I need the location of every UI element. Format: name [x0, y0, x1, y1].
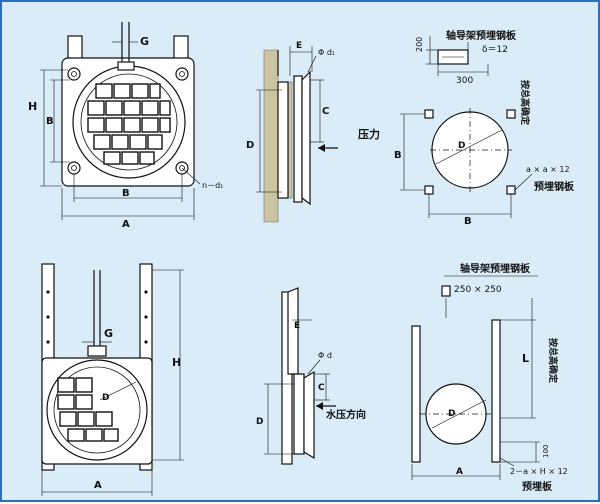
- bolt-hole: [175, 67, 189, 81]
- label-D: D: [246, 140, 254, 151]
- label-phi-d1: Φ d₁: [318, 48, 335, 57]
- label-A: A: [122, 219, 130, 230]
- label-embedded-board: 预埋板: [522, 480, 553, 493]
- label-250x250: 250 × 250: [454, 285, 502, 295]
- label-G-bottom: G: [104, 327, 113, 340]
- gate-grid: [87, 83, 171, 165]
- label-A-bottom-plan: A: [456, 467, 463, 477]
- bottom-right-plan: 轴导架预埋钢板 250 × 250 D L 按总高确定 100 A 2－a × …: [411, 262, 568, 493]
- top-right-plan: 200 300 轴导架预埋钢板 δ＝12 按总高确定 D B B a × a ×…: [394, 29, 575, 227]
- top-left-front-view: G H B B A n－d₁: [28, 22, 223, 230]
- gate-body-bottom: [293, 373, 305, 455]
- label-by-overall-height: 按总高确定: [519, 80, 531, 126]
- corner-embed-plate: [506, 185, 516, 195]
- label-C-bottom: C: [318, 383, 325, 393]
- dim-100: 100: [542, 445, 550, 458]
- axle-embed-plate-small: [441, 285, 451, 297]
- label-pressure: 压力: [358, 127, 380, 141]
- label-D-circle: D: [458, 141, 465, 151]
- label-H: H: [28, 100, 37, 113]
- gate-body: [293, 75, 303, 203]
- bolt-hole: [67, 161, 81, 175]
- label-L: L: [522, 352, 529, 365]
- label-B-horizontal: B: [122, 188, 130, 199]
- label-D-section: D: [256, 417, 263, 427]
- label-n-d1: n－d₁: [202, 181, 223, 190]
- label-E-bottom: E: [294, 321, 300, 331]
- label-A-bottom: A: [94, 480, 102, 491]
- label-delta-12: δ＝12: [482, 45, 508, 55]
- dim-200: 200: [415, 37, 424, 52]
- corner-embed-plate: [424, 109, 434, 119]
- gate-disc-bottom: [46, 359, 148, 461]
- left-embed-board: [411, 325, 421, 463]
- label-2-a-H-12: 2－a × H × 12: [510, 467, 568, 476]
- dim-300: 300: [456, 76, 473, 86]
- label-axle-embed-plate-2: 轴导架预埋钢板: [460, 262, 531, 275]
- label-C: C: [322, 106, 329, 117]
- right-embed-board: [491, 319, 501, 463]
- label-water-pressure-direction: 水压方向: [325, 408, 366, 421]
- label-G: G: [140, 35, 149, 48]
- label-a-a-12: a × a × 12: [526, 165, 570, 174]
- label-axle-embed-plate: 轴导架预埋钢板: [446, 29, 517, 42]
- guide-rail-section: [281, 291, 293, 465]
- label-B-vertical: B: [46, 116, 54, 127]
- top-middle-section: E Φ d₁ C D 压力: [246, 41, 380, 223]
- label-D-bottom-plan: D: [448, 409, 455, 419]
- bottom-middle-section: E Φ d C D 水压方向: [256, 287, 366, 465]
- label-E: E: [296, 41, 302, 51]
- label-embedded-plate: 预埋钢板: [534, 180, 575, 193]
- label-B-plan-vertical: B: [394, 150, 402, 161]
- corner-embed-plate: [506, 109, 516, 119]
- bottom-left-front-view: G D H A: [41, 263, 184, 496]
- corner-embed-plate: [424, 185, 434, 195]
- gate-disc-inner: [80, 73, 178, 171]
- label-by-overall-height-2: 按总高确定: [547, 338, 559, 384]
- gate-grid-bottom: [57, 377, 119, 442]
- label-H-bottom: H: [172, 356, 181, 369]
- label-phi-d: Φ d: [318, 351, 332, 360]
- bolt-hole: [67, 67, 81, 81]
- label-B-plan-horizontal: B: [464, 216, 472, 227]
- label-D-bottom: D: [102, 393, 109, 403]
